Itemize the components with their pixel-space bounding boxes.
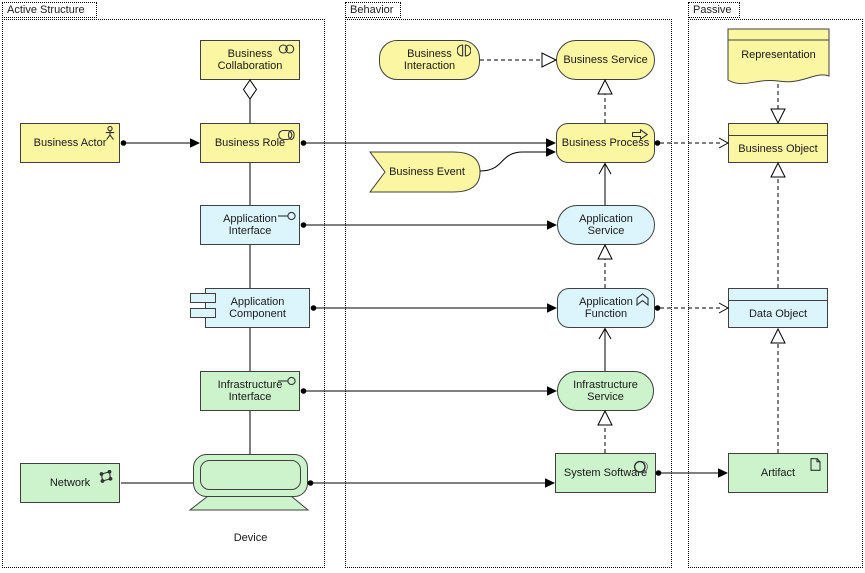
component-icon [190,308,216,318]
node-label: Device [233,531,268,544]
group-title: Active Structure [7,4,85,16]
function-icon [636,293,649,306]
node-business-service[interactable]: Business Service [556,40,655,80]
object-header-band [729,289,827,301]
node-application-service[interactable]: Application Service [557,205,655,245]
business-event-shape[interactable] [369,151,481,193]
process-icon [632,129,648,140]
group-title: Passive [693,4,732,16]
node-label: Business Object [738,142,818,155]
node-artifact[interactable]: Artifact [728,453,828,493]
system-software-icon [633,460,648,473]
device-shape[interactable] [188,452,310,512]
node-infrastructure-service[interactable]: Infrastructure Service [557,371,654,411]
node-representation[interactable]: Representation [728,42,829,68]
role-icon [278,129,295,141]
node-business-role[interactable]: Business Role [200,123,300,163]
node-label: Business Interaction [403,47,456,73]
collaboration-icon [278,44,295,54]
node-business-event[interactable]: Business Event [381,152,473,192]
node-label: Application Component [229,295,286,321]
node-label: Business Actor [33,136,107,149]
node-label: Data Object [748,307,808,320]
node-label: Application Function [579,295,633,321]
node-label: Artifact [760,466,796,479]
group-passive[interactable] [688,19,863,568]
node-application-interface[interactable]: Application Interface [200,205,300,245]
node-label: Representation [741,48,816,61]
node-label: Infrastructure Interface [217,378,283,404]
group-label-behavior: Behavior [345,2,401,18]
actor-icon [105,126,115,140]
node-application-component[interactable]: Application Component [190,288,310,328]
node-label: Business Process [561,136,650,149]
node-label: Business Event [389,165,465,178]
node-label: System Software [563,466,648,479]
node-system-software[interactable]: System Software [555,453,656,493]
network-icon [99,470,113,483]
group-title: Behavior [350,4,394,16]
node-label: Infrastructure Service [573,378,638,404]
interaction-icon [457,44,471,57]
object-header-band [729,124,827,136]
representation-shape[interactable] [727,28,830,88]
node-data-object[interactable]: Data Object [728,288,828,328]
node-device-label: Device [193,531,308,545]
node-application-function[interactable]: Application Function [557,288,655,328]
interface-icon [278,211,296,221]
node-network[interactable]: Network [20,463,120,503]
interface-icon [278,376,296,386]
component-icon [190,293,216,303]
node-label: Business Service [563,53,648,66]
node-label: Business Role [214,136,286,149]
node-label: Application Interface [223,212,277,238]
artifact-icon [810,458,821,471]
node-business-collaboration[interactable]: Business Collaboration [200,40,300,80]
group-active-structure[interactable] [2,19,325,568]
node-label: Network [49,476,91,489]
node-business-interaction[interactable]: Business Interaction [379,40,480,80]
node-business-actor[interactable]: Business Actor [20,123,120,163]
node-infrastructure-interface[interactable]: Infrastructure Interface [200,371,300,411]
group-behavior[interactable] [345,19,672,568]
node-label: Application Service [579,212,633,238]
group-label-active-structure: Active Structure [2,2,97,18]
group-label-passive: Passive [688,2,740,18]
node-label: Business Collaboration [217,47,283,73]
node-business-process[interactable]: Business Process [556,123,655,163]
node-business-object[interactable]: Business Object [728,123,828,163]
